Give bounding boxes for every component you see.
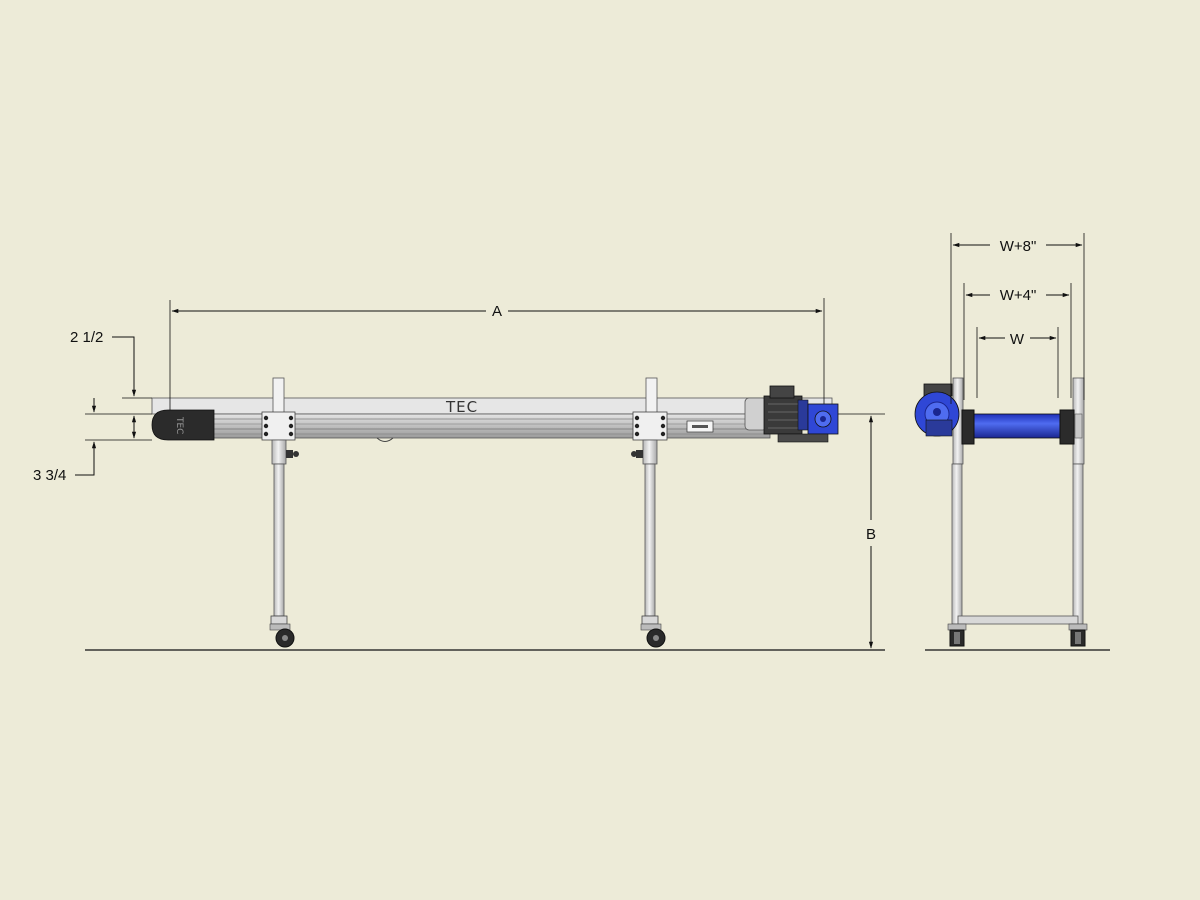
belt-top-cover	[151, 397, 833, 415]
end-crossbar	[957, 615, 1079, 625]
dim-label-b: B	[866, 526, 876, 543]
drive-motor-side	[744, 385, 839, 443]
rail-bracket	[376, 437, 394, 442]
dim-label-3-3-4: 3 3/4	[33, 467, 66, 484]
drive-motor-end	[914, 383, 960, 437]
dim-label-2-1-2: 2 1/2	[70, 329, 103, 346]
brand-logo-side: TEC	[445, 398, 478, 416]
side-view: TEC TEC	[33, 298, 885, 649]
dim-label-a: A	[492, 303, 502, 320]
dim-label-w-plus-4: W+4"	[1000, 287, 1037, 304]
dim-label-w: W	[1010, 331, 1025, 348]
tail-end-cap	[151, 409, 215, 441]
tail-cap-logo: TEC	[174, 416, 184, 434]
end-frame-left-leg	[951, 463, 963, 625]
end-frame-right-leg	[1072, 463, 1084, 625]
leg-right	[631, 377, 668, 648]
end-caster-left	[947, 623, 967, 647]
dim-label-w-plus-8: W+8"	[1000, 238, 1037, 255]
end-caster-right	[1068, 623, 1088, 647]
end-view: W+8" W+4" W	[914, 233, 1088, 647]
leg-left	[261, 377, 299, 648]
drive-roller	[971, 413, 1065, 439]
